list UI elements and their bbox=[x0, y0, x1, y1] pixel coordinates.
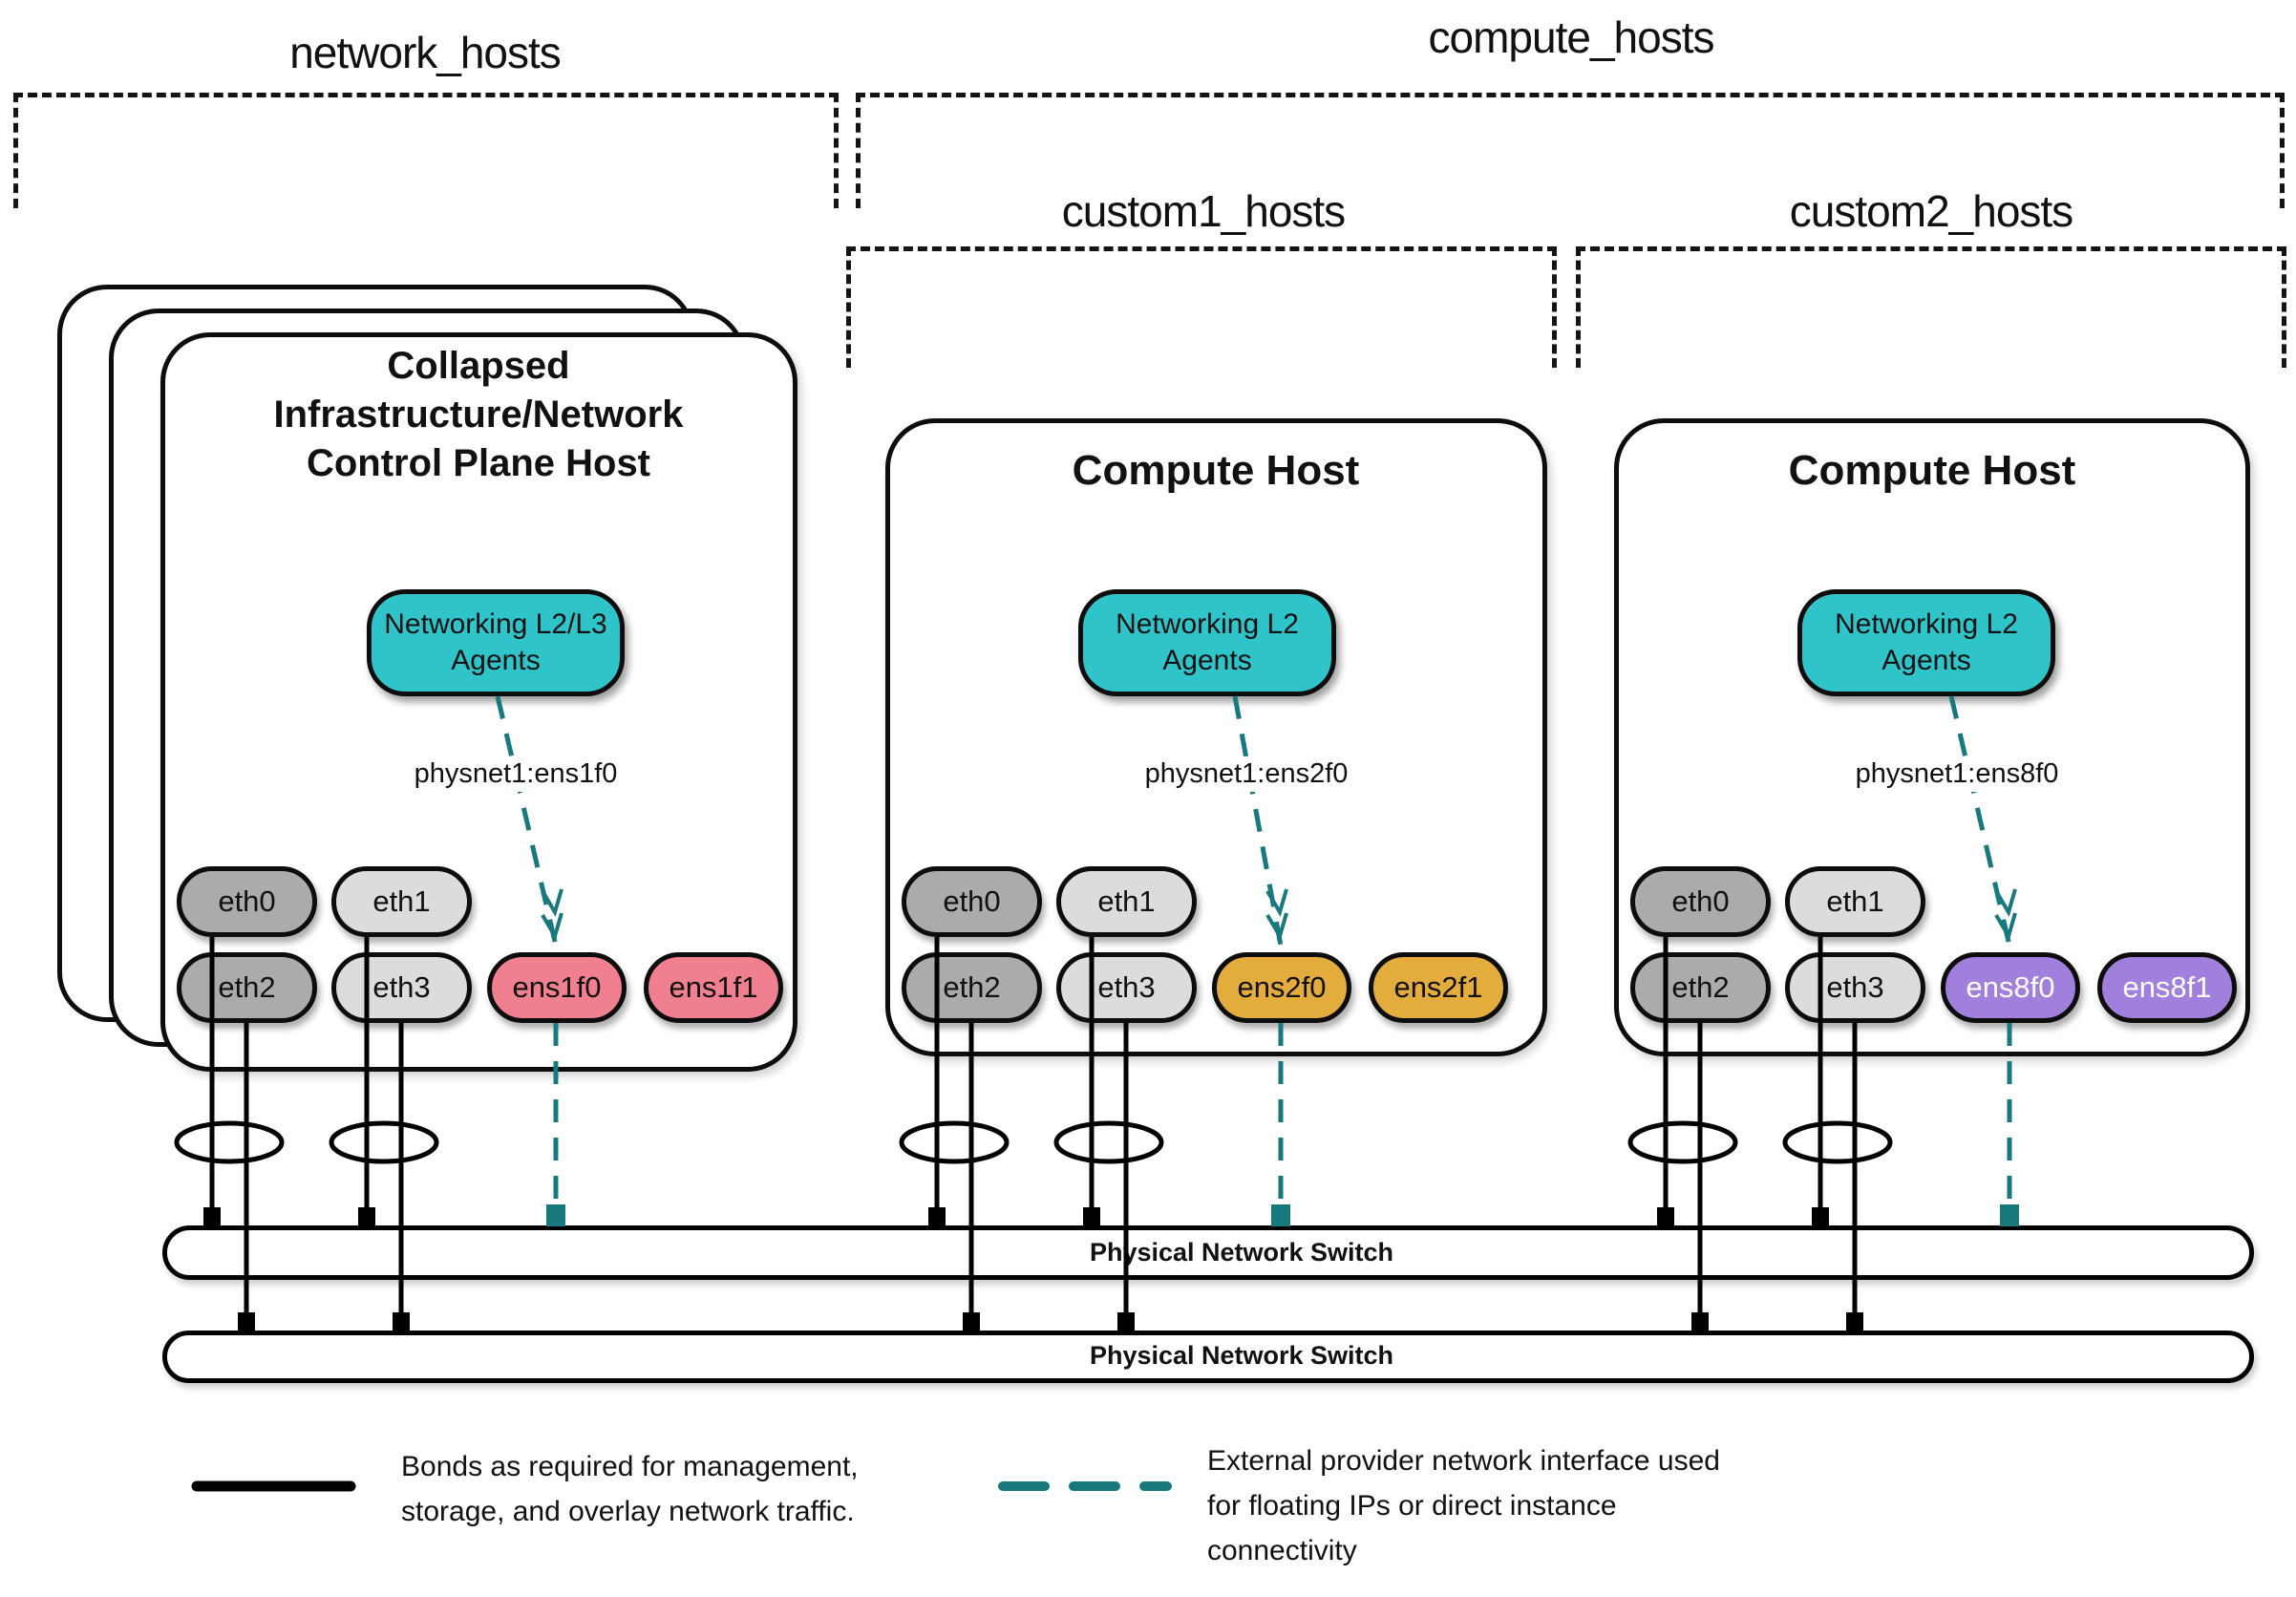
physnet-mapping-label-2: physnet1:ens2f0 bbox=[1135, 756, 1358, 792]
nic-pill-ens8f1: ens8f1 bbox=[2097, 952, 2237, 1023]
host-title-control-plane: Collapsed Infrastructure/Network Control… bbox=[273, 345, 684, 484]
agent-box-l2-compute-1: Networking L2 Agents bbox=[1078, 589, 1336, 696]
host-box-control-plane bbox=[160, 332, 797, 1072]
agent-label: Networking L2/L3 Agents bbox=[384, 608, 607, 676]
group-label-custom1-hosts: custom1_hosts bbox=[1061, 186, 1346, 236]
nic-pill-ens1f0: ens1f0 bbox=[487, 952, 627, 1023]
provider-port-stubs bbox=[546, 1204, 2019, 1226]
nic-pill-eth1: eth1 bbox=[1056, 866, 1197, 937]
switch-2-label: Physical Network Switch bbox=[1089, 1341, 1394, 1370]
nic-pill-eth1: eth1 bbox=[331, 866, 472, 937]
nic-pill-eth2: eth2 bbox=[902, 952, 1042, 1023]
nic-pill-ens1f1: ens1f1 bbox=[644, 952, 783, 1023]
nic-pill-ens2f1: ens2f1 bbox=[1369, 952, 1508, 1023]
bracket-custom1-hosts bbox=[846, 246, 1557, 368]
host-box-compute-2 bbox=[1614, 418, 2250, 1056]
nic-pill-ens8f0: ens8f0 bbox=[1941, 952, 2080, 1023]
nic-pill-eth1: eth1 bbox=[1785, 866, 1925, 937]
physical-network-switch-1 bbox=[162, 1225, 2254, 1280]
nic-pill-eth0: eth0 bbox=[177, 866, 317, 937]
nic-pill-eth2: eth2 bbox=[1630, 952, 1771, 1023]
nic-pill-eth0: eth0 bbox=[902, 866, 1042, 937]
agent-label: Networking L2 Agents bbox=[1835, 608, 2018, 676]
group-label-network-hosts: network_hosts bbox=[289, 28, 562, 77]
bracket-compute-hosts bbox=[856, 93, 2285, 208]
host-title-compute-2: Compute Host bbox=[1788, 447, 2076, 494]
physnet-mapping-label-1: physnet1:ens1f0 bbox=[404, 756, 627, 792]
group-label-compute-hosts: compute_hosts bbox=[1428, 12, 1715, 62]
host-title-compute-1: Compute Host bbox=[1072, 447, 1360, 494]
physical-network-switch-2 bbox=[162, 1331, 2254, 1383]
bracket-custom2-hosts bbox=[1576, 246, 2286, 368]
nic-pill-eth3: eth3 bbox=[1785, 952, 1925, 1023]
nic-pill-eth2: eth2 bbox=[177, 952, 317, 1023]
nic-pill-eth0: eth0 bbox=[1630, 866, 1771, 937]
group-label-custom2-hosts: custom2_hosts bbox=[1789, 186, 2073, 236]
agent-box-l2-compute-2: Networking L2 Agents bbox=[1797, 589, 2055, 696]
bond-ellipse-icons bbox=[174, 1120, 1893, 1164]
nic-pill-ens2f0: ens2f0 bbox=[1212, 952, 1351, 1023]
physnet-mapping-label-3: physnet1:ens8f0 bbox=[1845, 756, 2069, 792]
legend-bond-text: Bonds as required for management, storag… bbox=[401, 1451, 859, 1527]
nic-pill-eth3: eth3 bbox=[1056, 952, 1197, 1023]
nic-pill-eth3: eth3 bbox=[331, 952, 472, 1023]
agent-label: Networking L2 Agents bbox=[1116, 608, 1299, 676]
agent-box-l2l3: Networking L2/L3 Agents bbox=[367, 589, 625, 696]
switch-1-label: Physical Network Switch bbox=[1089, 1238, 1394, 1267]
bracket-network-hosts bbox=[13, 93, 839, 208]
legend-provider-text: External provider network interface used… bbox=[1207, 1445, 1720, 1566]
host-box-compute-1 bbox=[885, 418, 1547, 1056]
